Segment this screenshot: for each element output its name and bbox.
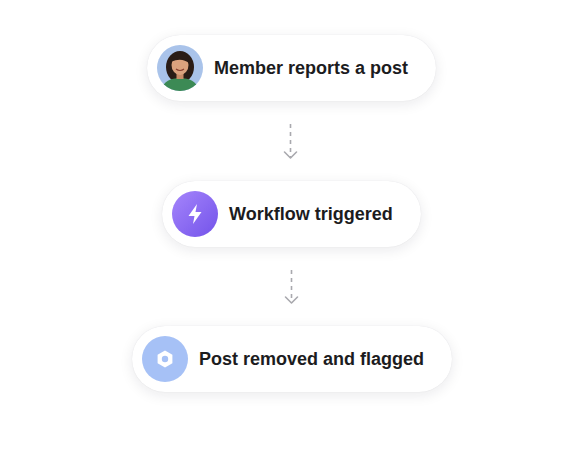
flow-arrow <box>285 124 297 158</box>
workflow-icon <box>172 191 218 237</box>
flow-arrow <box>286 270 298 303</box>
avatar-icon <box>157 45 203 91</box>
process-pill: Member reports a post <box>147 35 436 101</box>
step-label: Workflow triggered <box>229 204 393 225</box>
step-label: Post removed and flagged <box>199 349 424 370</box>
moderation-icon <box>142 336 188 382</box>
process-pill: Post removed and flagged <box>132 326 452 392</box>
process-pill: Workflow triggered <box>162 181 421 247</box>
step-label: Member reports a post <box>214 58 408 79</box>
